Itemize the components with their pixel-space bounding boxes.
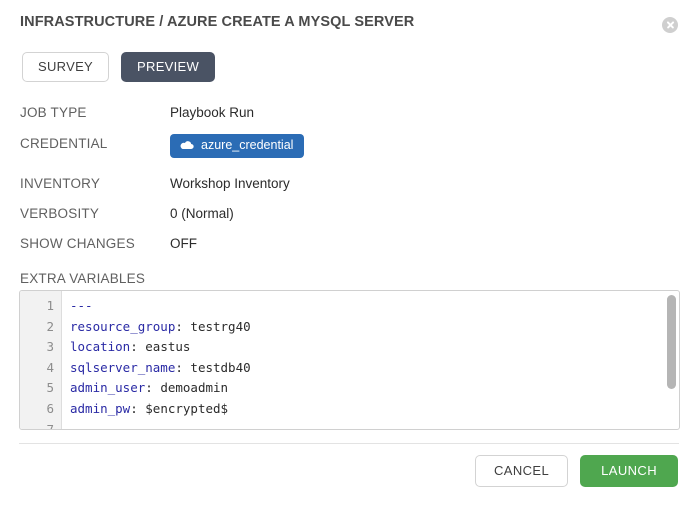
- line-number: 1: [20, 296, 61, 317]
- code-value: testrg40: [183, 319, 251, 334]
- detail-row-job-type: JOB TYPE Playbook Run: [20, 103, 640, 124]
- close-icon[interactable]: [662, 17, 678, 33]
- label-extra-variables: EXTRA VARIABLES: [20, 271, 145, 286]
- credential-badge-label: azure_credential: [201, 139, 293, 152]
- code-key: ---: [70, 298, 93, 313]
- code-sep: :: [130, 339, 138, 354]
- footer-divider: [19, 443, 679, 444]
- code-line: resource_group: testrg40: [70, 317, 679, 338]
- code-line: sqlserver_name: testdb40: [70, 358, 679, 379]
- code-key: admin_user: [70, 380, 145, 395]
- detail-row-verbosity: VERBOSITY 0 (Normal): [20, 204, 640, 225]
- tab-survey[interactable]: SURVEY: [22, 52, 109, 82]
- job-details: JOB TYPE Playbook Run CREDENTIAL azure_c…: [20, 103, 640, 264]
- editor-gutter: 1 2 3 4 5 6 7: [20, 291, 62, 429]
- value-credential: azure_credential: [170, 134, 304, 158]
- line-number: 7: [20, 420, 61, 430]
- dialog-header: INFRASTRUCTURE / AZURE CREATE A MYSQL SE…: [0, 0, 698, 46]
- value-inventory: Workshop Inventory: [170, 174, 290, 193]
- label-job-type: JOB TYPE: [20, 103, 170, 122]
- extra-variables-editor[interactable]: 1 2 3 4 5 6 7 --- resource_group: testrg…: [19, 290, 680, 430]
- label-show-changes: SHOW CHANGES: [20, 234, 170, 253]
- code-sep: :: [145, 380, 153, 395]
- code-value: eastus: [138, 339, 191, 354]
- code-line: ---: [70, 296, 679, 317]
- code-sep: :: [175, 319, 183, 334]
- detail-row-show-changes: SHOW CHANGES OFF: [20, 234, 640, 255]
- code-value: testdb40: [183, 360, 251, 375]
- code-sep: :: [130, 401, 138, 416]
- editor-scrollbar[interactable]: [666, 293, 677, 427]
- editor-scrollbar-thumb[interactable]: [667, 295, 676, 389]
- code-sep: :: [175, 360, 183, 375]
- credential-badge[interactable]: azure_credential: [170, 134, 304, 158]
- code-key: sqlserver_name: [70, 360, 175, 375]
- value-show-changes: OFF: [170, 234, 197, 253]
- code-key: admin_pw: [70, 401, 130, 416]
- value-job-type: Playbook Run: [170, 103, 254, 122]
- code-line: admin_user: demoadmin: [70, 378, 679, 399]
- line-number: 3: [20, 337, 61, 358]
- detail-row-inventory: INVENTORY Workshop Inventory: [20, 174, 640, 195]
- label-inventory: INVENTORY: [20, 174, 170, 193]
- code-line: location: eastus: [70, 337, 679, 358]
- tab-group: SURVEY PREVIEW: [22, 52, 215, 82]
- code-value: demoadmin: [153, 380, 228, 395]
- line-number: 2: [20, 317, 61, 338]
- code-key: location: [70, 339, 130, 354]
- label-credential: CREDENTIAL: [20, 134, 170, 153]
- label-verbosity: VERBOSITY: [20, 204, 170, 223]
- page-title: INFRASTRUCTURE / AZURE CREATE A MYSQL SE…: [20, 14, 414, 30]
- line-number: 5: [20, 378, 61, 399]
- dialog-footer: CANCEL LAUNCH: [475, 455, 678, 487]
- code-line: admin_pw: $encrypted$: [70, 399, 679, 420]
- cloud-icon: [180, 140, 194, 150]
- value-verbosity: 0 (Normal): [170, 204, 234, 223]
- cancel-button[interactable]: CANCEL: [475, 455, 568, 487]
- code-value: $encrypted$: [138, 401, 228, 416]
- line-number: 6: [20, 399, 61, 420]
- editor-code-area[interactable]: --- resource_group: testrg40 location: e…: [62, 291, 679, 429]
- detail-row-credential: CREDENTIAL azure_credential: [20, 134, 640, 158]
- line-number: 4: [20, 358, 61, 379]
- tab-preview[interactable]: PREVIEW: [121, 52, 215, 82]
- code-key: resource_group: [70, 319, 175, 334]
- launch-button[interactable]: LAUNCH: [580, 455, 678, 487]
